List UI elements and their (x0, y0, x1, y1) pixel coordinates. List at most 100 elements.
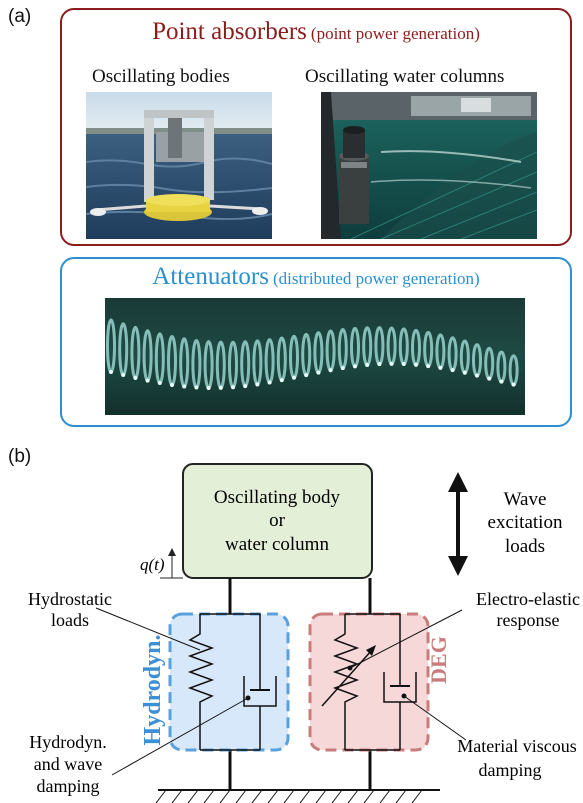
electro-text-line-2: response (497, 610, 560, 630)
attenuator-rings (106, 318, 519, 390)
ground-hatch-line (235, 789, 247, 803)
hydro-damping-text-line-3: damping (37, 776, 100, 796)
attenuator-light (328, 368, 333, 373)
point-absorbers-subtitle: (point power generation) (310, 24, 480, 43)
attenuator-light (450, 368, 455, 373)
ground-hatch-line (411, 789, 423, 803)
attenuator-light (426, 364, 431, 369)
electro-elastic-spring (321, 613, 400, 751)
point-absorbers-box: Point absorbers (point power generation)… (60, 8, 572, 246)
ground-hatch-line (331, 789, 343, 803)
ground-hatch-line (363, 789, 375, 803)
attenuator-light (438, 365, 443, 370)
hydrodyn-damper (243, 614, 277, 750)
ground-hatch-line (251, 789, 263, 803)
ground-hatch (155, 789, 423, 803)
attenuator-light (462, 370, 467, 375)
panel-b-label: (b) (8, 446, 32, 467)
hydrodyn-vertical-label: Hydrodyn. (140, 635, 166, 746)
hydro-damping-text-line-2: and wave (34, 754, 102, 774)
q-arrow-head (168, 548, 176, 556)
hydro-damping-text-line-1: Hydrodyn. (29, 732, 107, 752)
attenuator-light (414, 362, 418, 367)
model-diagram: Oscillating body or water column q(t) Wa… (28, 463, 580, 803)
body-text-line-3: water column (225, 534, 329, 555)
attenuator-light (121, 373, 126, 378)
hydro-damping-leader (111, 697, 249, 776)
attenuators-heading: Attenuators (distributed power generatio… (62, 263, 570, 291)
attenuator-light (377, 362, 382, 367)
wave-arrow-up (448, 472, 468, 492)
oscillating-water-column-photo (321, 92, 537, 239)
attenuator-light (304, 373, 309, 378)
point-absorbers-title: Point absorbers (152, 18, 307, 45)
ground-hatch-line (171, 789, 183, 803)
material-viscous-damper (383, 614, 417, 750)
attenuators-title: Attenuators (152, 263, 269, 290)
attenuator-photo (105, 298, 525, 415)
wave-text-line-1: Wave (504, 489, 547, 510)
attenuator-light (145, 378, 150, 383)
attenuator-light (182, 384, 187, 389)
ground-hatch-line (379, 789, 391, 803)
ground-hatch-line (219, 789, 231, 803)
deg-box (308, 612, 430, 752)
oscillating-body-box (182, 463, 373, 579)
attenuator-light (365, 363, 370, 368)
attenuator-light (401, 362, 406, 367)
attenuator-light (499, 379, 504, 384)
hydrodyn-box (168, 612, 290, 752)
attenuator-light (475, 373, 479, 378)
attenuator-light (487, 376, 492, 381)
ground-hatch-line (155, 789, 167, 803)
attenuator-light (218, 385, 223, 390)
ground-hatch-line (315, 789, 327, 803)
attenuator-light (157, 381, 162, 386)
attenuator-light (255, 382, 260, 387)
attenuator-light (243, 384, 248, 389)
attenuator-light (389, 361, 394, 366)
attenuator-light (292, 375, 296, 380)
electro-leader (349, 609, 463, 669)
attenuator-light (316, 370, 321, 375)
attenuator-light (109, 370, 113, 374)
hydrostatic-leader (95, 607, 201, 651)
material-text-line-2: damping (479, 760, 542, 780)
ground-hatch-line (203, 789, 215, 803)
body-text-line-1: Oscillating body (214, 487, 341, 508)
attenuator-light (206, 385, 211, 390)
attenuator-light (194, 385, 199, 390)
body-text-line-2: or (269, 510, 286, 531)
ground-hatch-line (283, 789, 295, 803)
ground-hatch-line (299, 789, 311, 803)
hydrostatic-spring (187, 613, 260, 751)
hydrostatic-text-line-2: loads (51, 610, 89, 630)
material-text-line-1: Material viscous (457, 736, 576, 756)
oscillating-bodies-caption: Oscillating bodies (92, 66, 230, 87)
panel-a-label: (a) (8, 6, 32, 27)
material-leader (403, 695, 467, 741)
attenuators-subtitle: (distributed power generation) (272, 269, 480, 288)
point-absorbers-heading: Point absorbers (point power generation) (62, 18, 570, 46)
deg-vertical-label: DEG (426, 636, 451, 684)
ground-hatch-line (395, 789, 407, 803)
attenuators-box: Attenuators (distributed power generatio… (60, 257, 572, 427)
ground-hatch-line (187, 789, 199, 803)
attenuator-light (231, 385, 235, 390)
wave-arrow-down (448, 556, 468, 576)
electro-text-line-1: Electro-elastic (476, 589, 580, 609)
ground-hatch-line (347, 789, 359, 803)
q-label: q(t) (140, 555, 165, 574)
oscillating-body-photo (86, 92, 272, 239)
attenuator-light (340, 366, 345, 371)
wave-text-line-2: excitation (488, 512, 563, 533)
attenuator-light (511, 382, 516, 387)
attenuator-light (279, 378, 284, 383)
attenuator-light (267, 380, 272, 385)
attenuator-light (353, 364, 357, 369)
attenuator-light (133, 375, 138, 380)
oscillating-water-columns-caption: Oscillating water columns (305, 66, 505, 87)
attenuator-light (170, 383, 174, 388)
wave-text-line-3: loads (505, 536, 545, 557)
hydrostatic-text-line-1: Hydrostatic (28, 589, 112, 609)
